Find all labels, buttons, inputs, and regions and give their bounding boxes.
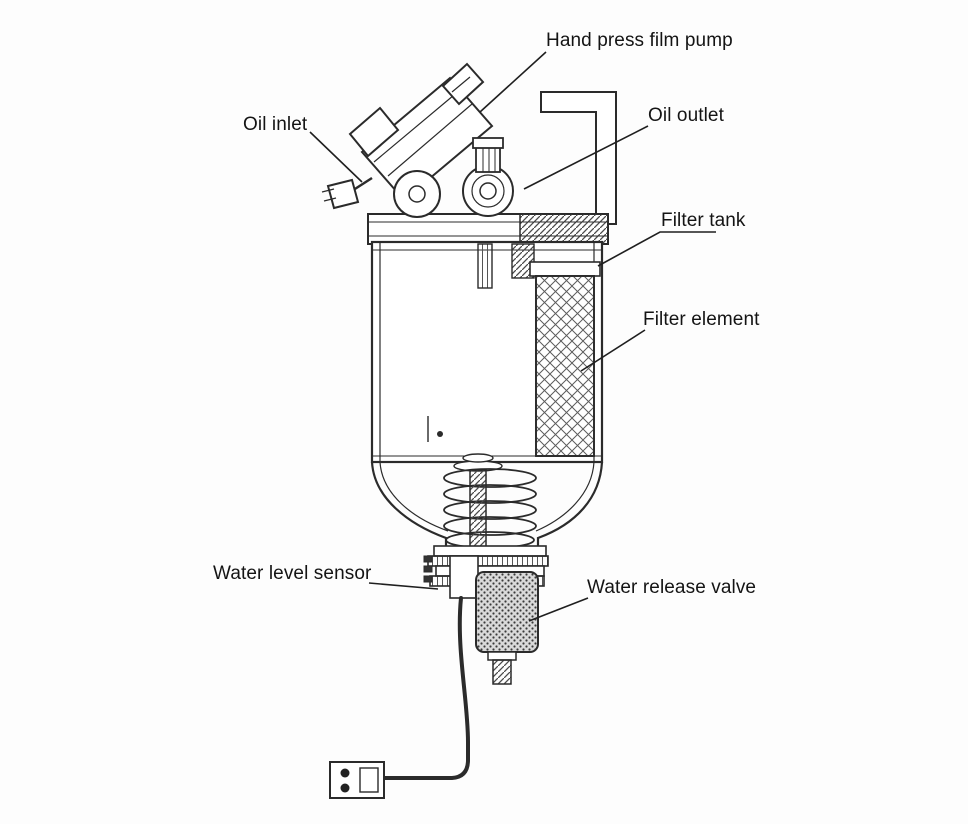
label-hand-press-film-pump: Hand press film pump [546, 30, 733, 51]
leader-lines [309, 51, 716, 622]
label-oil-inlet: Oil inlet [243, 114, 308, 135]
filter-head-plate [367, 213, 609, 245]
wire-connector [329, 761, 385, 799]
water-release-valve-part [475, 571, 539, 685]
label-filter-tank: Filter tank [661, 210, 746, 231]
label-filter-element: Filter element [643, 309, 760, 330]
filter-element-part [529, 261, 601, 457]
label-oil-outlet: Oil outlet [648, 105, 724, 126]
spring-and-rod [443, 453, 537, 551]
sediment-bowl [370, 461, 604, 548]
hand-pump-assembly [321, 62, 514, 218]
mounting-bracket [540, 91, 617, 225]
label-water-level-sensor: Water level sensor [213, 563, 372, 584]
sensor-wire [382, 596, 470, 780]
label-water-release-valve: Water release valve [587, 577, 757, 598]
